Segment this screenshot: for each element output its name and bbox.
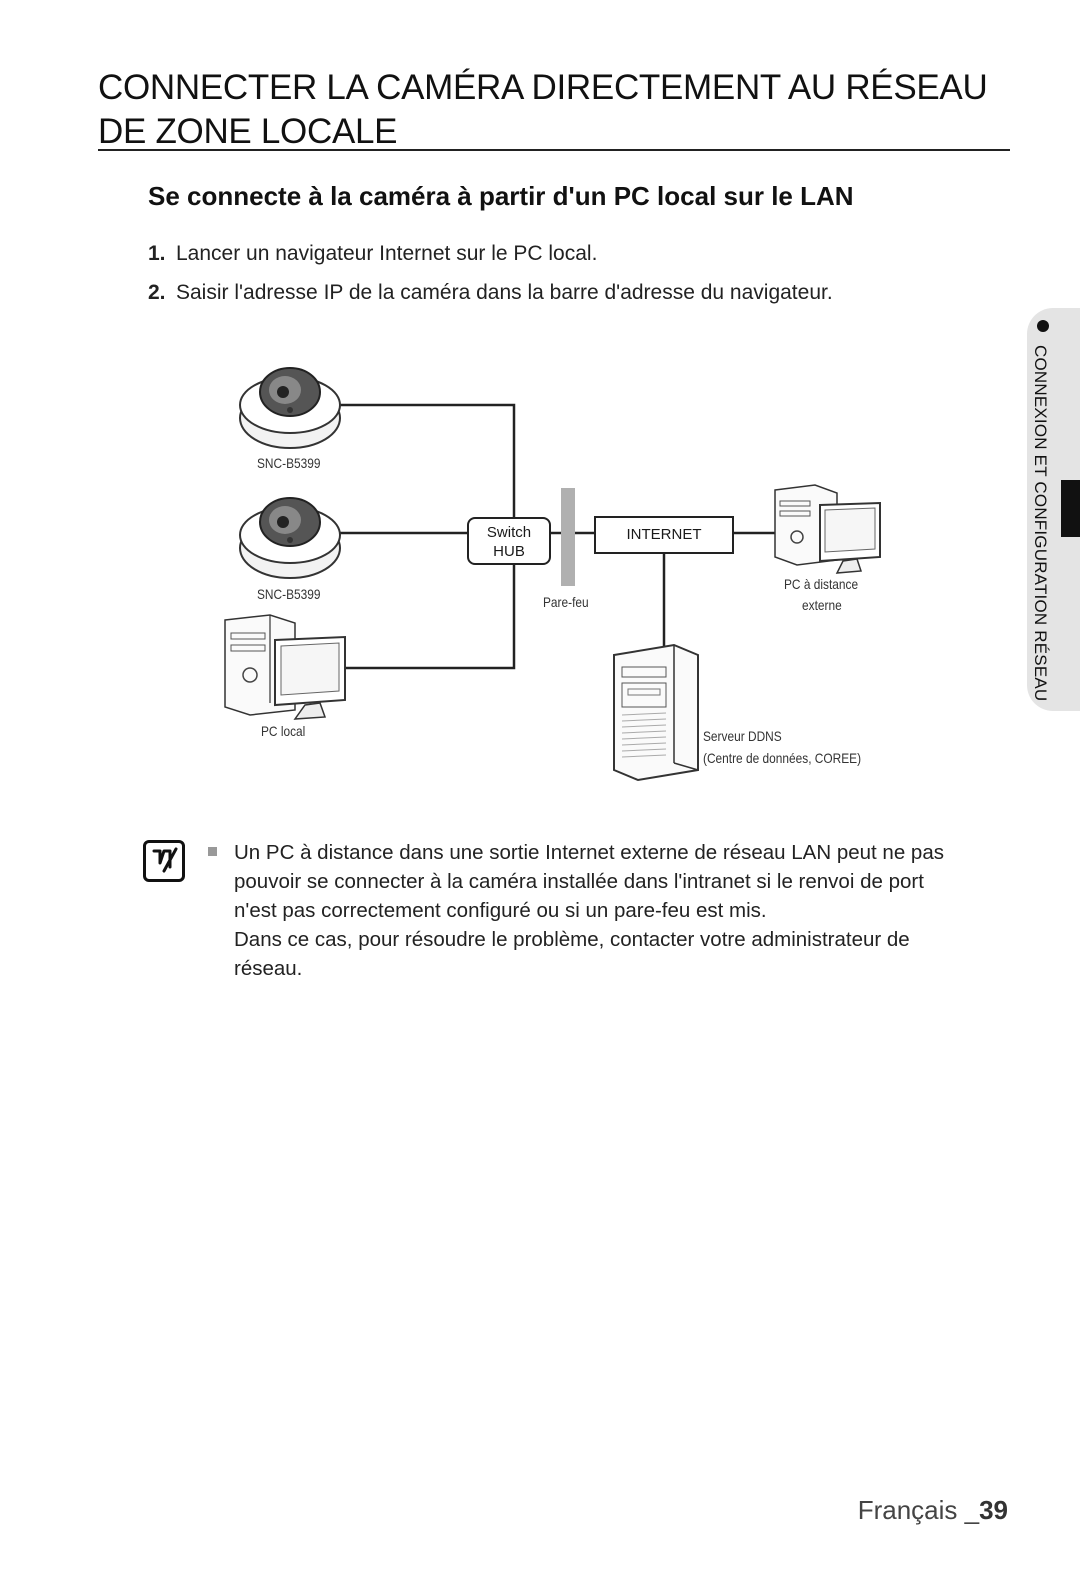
- connection-lines: [335, 403, 780, 670]
- firewall-label: Pare-feu: [543, 594, 589, 610]
- camera-label: SNC-B5399: [257, 455, 321, 471]
- footer-language: Français _: [857, 1495, 980, 1525]
- step-number: 2.: [148, 281, 166, 304]
- note-text: Un PC à distance dans une sortie Interne…: [234, 838, 954, 983]
- page-number: 39: [979, 1495, 1008, 1525]
- note-paragraph: Un PC à distance dans une sortie Interne…: [234, 841, 944, 922]
- page-footer: Français _39: [858, 1495, 1008, 1526]
- step-text: Saisir l'adresse IP de la caméra dans la…: [176, 281, 833, 304]
- camera-label: SNC-B5399: [257, 586, 321, 602]
- page-title: CONNECTER LA CAMÉRA DIRECTEMENT AU RÉSEA…: [98, 68, 988, 151]
- dome-camera-icon: [239, 367, 341, 449]
- dome-camera-icon: [239, 497, 341, 579]
- chapter-tab-marker: [1061, 480, 1080, 537]
- step-item: 2. Saisir l'adresse IP de la caméra dans …: [148, 279, 833, 307]
- remote-pc-icon: [774, 484, 881, 574]
- network-diagram-graphics: [224, 367, 881, 782]
- remote-pc-label: PC à distance: [784, 576, 859, 592]
- note-pencil-icon: [143, 840, 185, 882]
- title-divider: [98, 149, 1010, 151]
- internet-box: INTERNET: [594, 516, 734, 554]
- switch-hub-box: Switch HUB: [467, 517, 551, 565]
- steps-list: 1. Lancer un navigateur Internet sur le P…: [148, 240, 833, 318]
- bullet-square: [208, 847, 217, 856]
- network-diagram: SNC-B5399 SNC-B5399 PC local Switch HUB …: [210, 330, 900, 790]
- hub-label-line1: Switch: [486, 524, 532, 541]
- chapter-tab-label: CONNEXION ET CONFIGURATION RÉSEAU: [1031, 345, 1050, 702]
- bullet-dot-icon: [1037, 320, 1049, 332]
- section-subtitle: Se connecte à la caméra à partir d'un PC…: [148, 181, 854, 211]
- step-text: Lancer un navigateur Internet sur le PC …: [176, 242, 598, 265]
- pc-local-label: PC local: [261, 723, 306, 739]
- ddns-server-label: Serveur DDNS: [703, 728, 782, 744]
- step-item: 1. Lancer un navigateur Internet sur le P…: [148, 240, 833, 268]
- desktop-pc-icon: [224, 614, 346, 720]
- server-tower-icon: [613, 643, 699, 782]
- step-number: 1.: [148, 242, 166, 265]
- firewall-icon: [561, 488, 575, 586]
- remote-pc-label: externe: [802, 597, 842, 613]
- hub-label-line2: HUB: [493, 543, 525, 560]
- ddns-server-label: (Centre de données, COREE): [703, 750, 862, 766]
- note-paragraph: Dans ce cas, pour résoudre le problème, …: [234, 928, 910, 980]
